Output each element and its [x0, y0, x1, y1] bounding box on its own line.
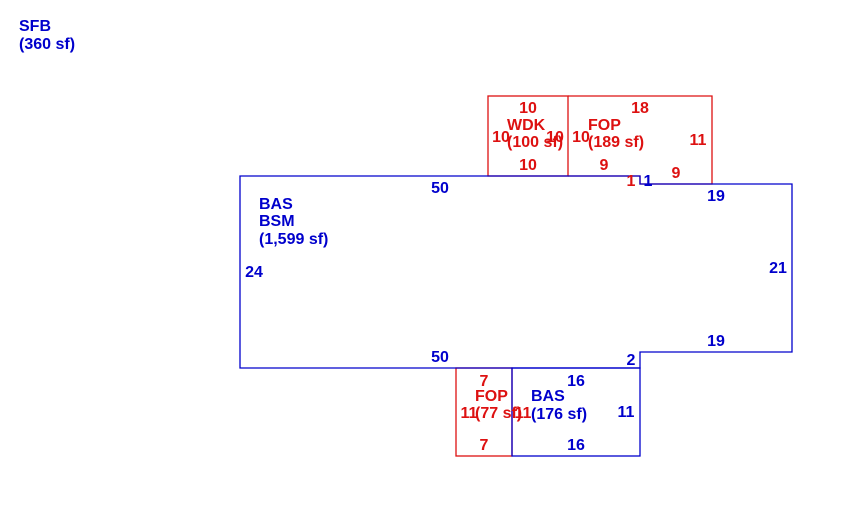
- fop-bottom-area: (77 sf): [475, 405, 522, 422]
- step-dim: 2: [627, 352, 636, 369]
- fop-top-bottom-dim-a: 9: [600, 157, 609, 174]
- fop-top-top-dim: 18: [631, 100, 649, 117]
- main-code2: BSM: [259, 213, 295, 230]
- main-code1: BAS: [259, 196, 293, 213]
- main-outline: [239, 175, 793, 369]
- main-right-bottom-dim: 19: [707, 333, 725, 350]
- bas-bottom-right-dim: 11: [618, 404, 635, 421]
- bas-bottom-bottom-dim: 16: [567, 437, 585, 454]
- fop-top-right-dim: 11: [690, 132, 707, 149]
- fop-top-code: FOP: [588, 117, 621, 134]
- wdk-left-dim: 10: [492, 129, 510, 146]
- fop-bottom-code: FOP: [475, 388, 508, 405]
- bas-bottom-top-dim: 16: [567, 373, 585, 390]
- fop-bottom-bottom-dim: 7: [480, 437, 489, 454]
- sfb-label: SFB (360 sf): [19, 18, 75, 54]
- fop-top-area: (189 sf): [588, 134, 644, 151]
- wdk-top-dim: 10: [519, 100, 537, 117]
- fop-bottom-left-dim: 11: [461, 405, 478, 422]
- wdk-right-dim: 10: [546, 129, 564, 146]
- fop-top-left-dim: 10: [572, 129, 590, 146]
- main-bottom-dim: 50: [431, 349, 449, 366]
- main-area: (1,599 sf): [259, 231, 328, 248]
- main-right-top-dim: 19: [707, 188, 725, 205]
- main-top-dim: 50: [431, 180, 449, 197]
- wdk-bottom-dim: 10: [519, 157, 537, 174]
- sfb-area: (360 sf): [19, 36, 76, 53]
- main-right-dim: 21: [769, 260, 787, 277]
- wdk-area: (100 sf): [507, 134, 563, 151]
- bas-bottom-area: (176 sf): [531, 406, 587, 423]
- fop-top-bottom-dim-b: 9: [672, 165, 681, 182]
- bas-bottom-outline: [511, 367, 641, 457]
- fop-bottom-right-dim: 11: [515, 405, 532, 422]
- bas-bottom-code: BAS: [531, 388, 565, 405]
- wdk-code: WDK: [507, 117, 546, 134]
- main-left-dim: 24: [245, 264, 263, 281]
- fop-top-step-dim-b: 1: [644, 173, 653, 190]
- fop-bottom-top-dim: 7: [480, 373, 489, 390]
- fop-top-step-dim-a: 1: [627, 173, 636, 190]
- sfb-code: SFB: [19, 18, 51, 35]
